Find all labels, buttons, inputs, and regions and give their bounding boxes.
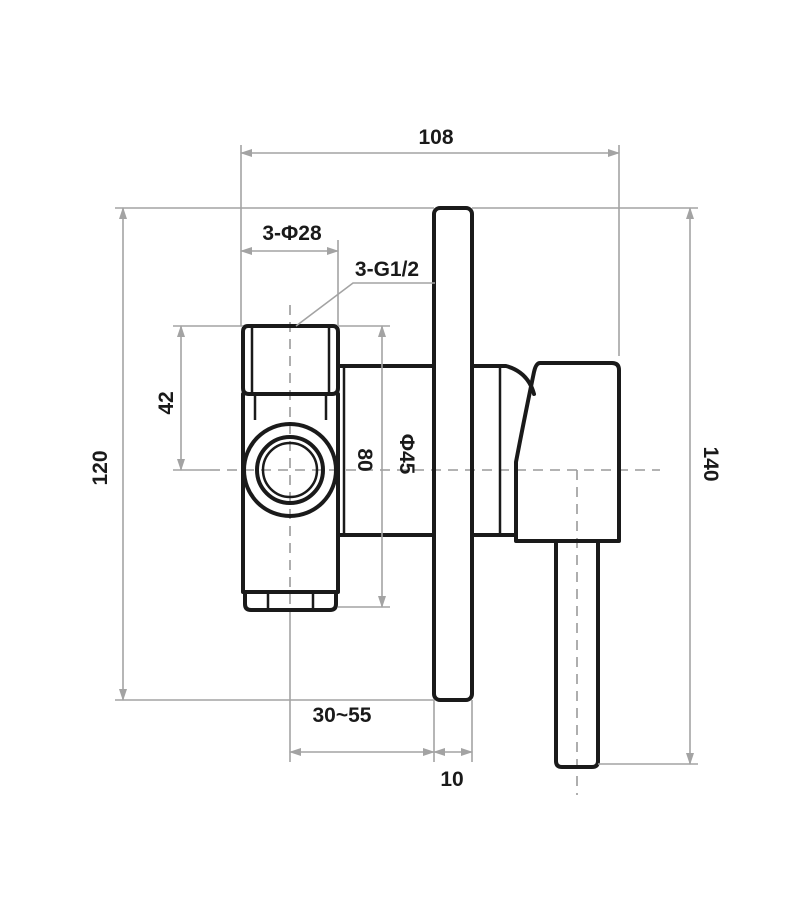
dim-body-diameter: Φ45 <box>395 434 418 475</box>
dim-handle-height: 140 <box>699 446 722 481</box>
dim-body-height: 80 <box>353 448 376 471</box>
dim-adjust-range: 30~55 <box>313 704 372 727</box>
dim-plate-thickness: 10 <box>440 768 463 791</box>
handle-head <box>514 361 621 543</box>
dim-overall-depth: 108 <box>418 126 453 149</box>
dim-plate-height: 120 <box>89 450 112 485</box>
cartridge-housing <box>336 364 436 537</box>
valve-body <box>241 324 340 612</box>
handle-lever <box>554 539 600 769</box>
dim-thread: 3-G1/2 <box>355 258 419 281</box>
dim-inlet-spacing: 3-Φ28 <box>262 222 322 245</box>
dim-inlet-offset: 42 <box>155 391 178 414</box>
collar <box>470 364 536 537</box>
dimension-labels: 108 3-Φ28 3-G1/2 42 120 80 Φ45 140 30~55… <box>89 126 722 791</box>
dimension-lines <box>115 145 698 765</box>
cover-plate <box>432 206 474 702</box>
